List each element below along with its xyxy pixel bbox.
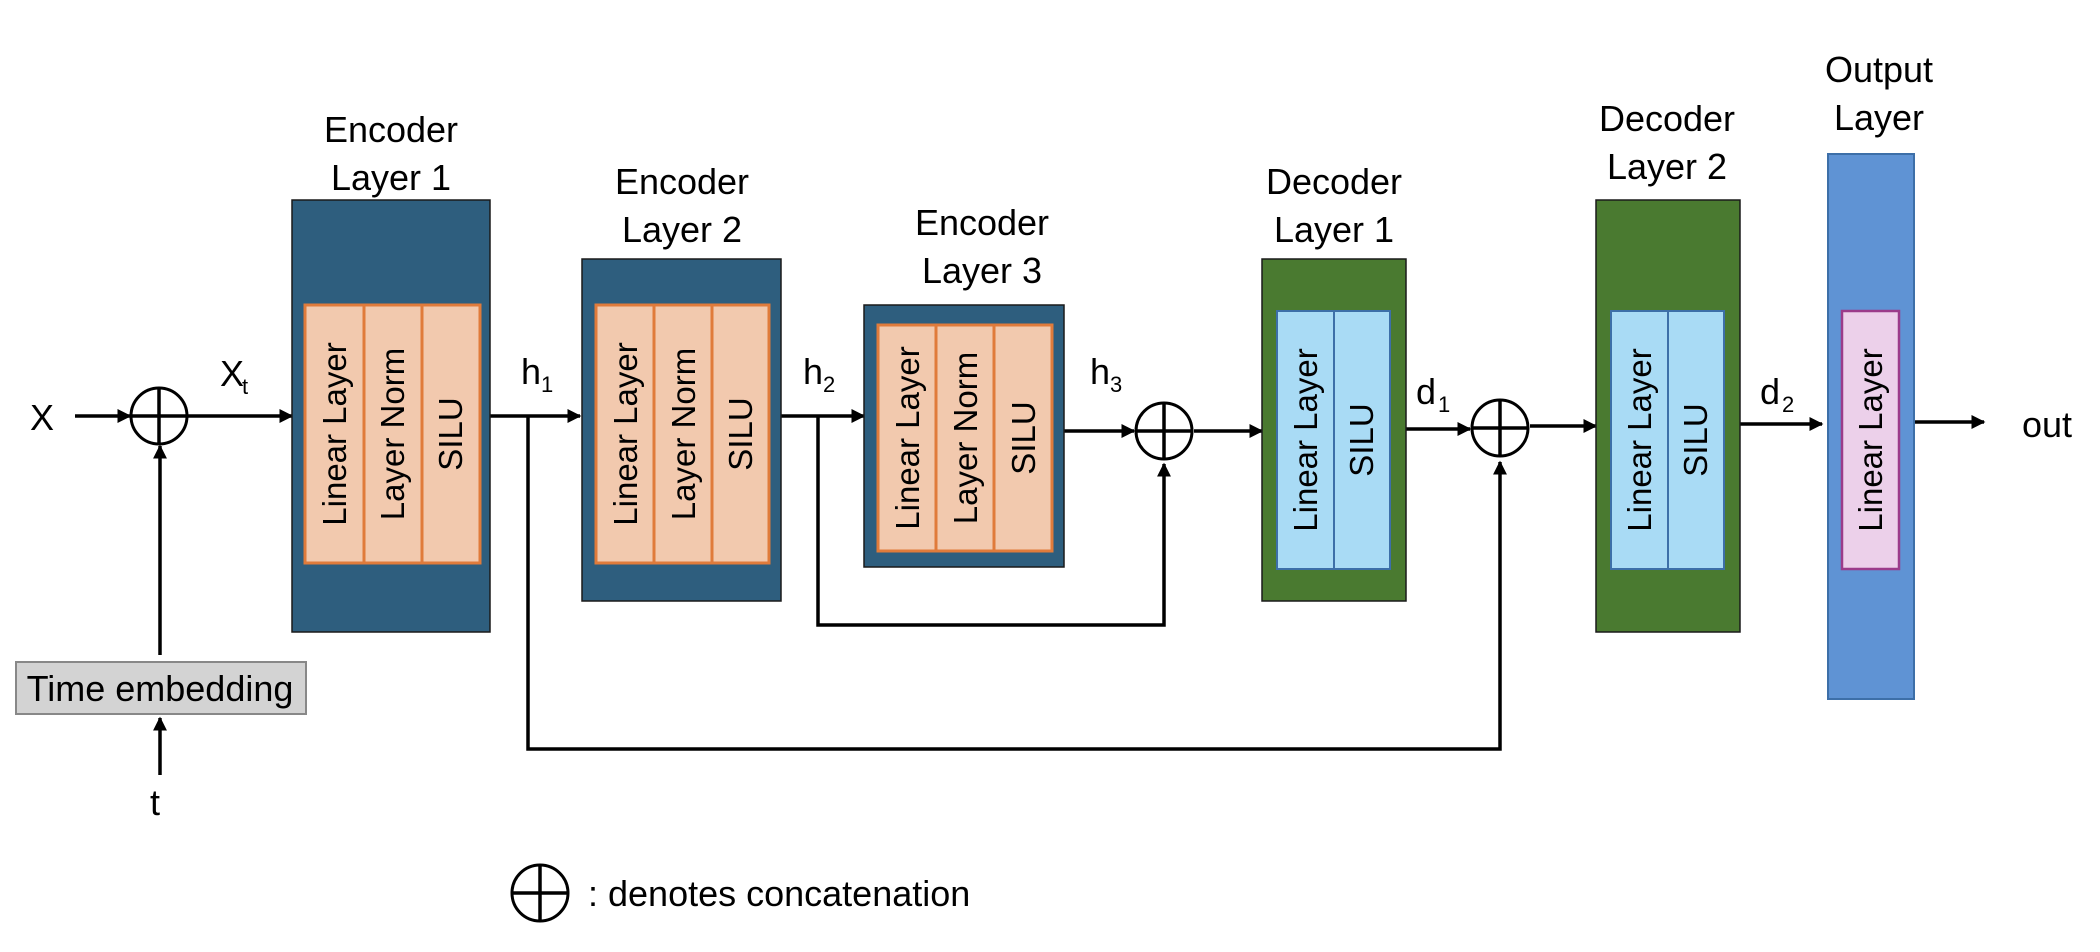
output-layer-title-line2: Layer [1834,97,1924,138]
encoder-3-sublayer-linear [876,323,938,553]
decoder-layer-2: Decoder Layer 2 Linear Layer SILU [1595,98,1741,633]
out-label: out [2022,404,2072,445]
encoder-1-sublayer-norm [362,303,424,565]
h3-subscript: 3 [1110,372,1122,397]
output-linear-label: Linear Layer [1852,348,1889,531]
encoder-2-sublayer-norm [652,303,714,565]
d1-subscript: 1 [1438,392,1450,417]
concat-symbol-1 [129,386,189,446]
h2-subscript: 2 [823,372,835,397]
h2-label: h [803,351,823,392]
legend-text: : denotes concatenation [588,873,970,914]
skip-connection-h2 [816,416,1171,627]
time-embedding-label: Time embedding [27,668,294,709]
encoder-1-sublayer-silu [420,303,482,565]
encoder-layer-3-title-line1: Encoder [915,202,1049,243]
xt-subscript: t [242,374,248,399]
decoder-2-sublayer-linear [1610,310,1669,570]
concat-symbol-2 [1134,401,1194,461]
encoder-2-sublayer-silu [710,303,771,565]
d2-label: d [1760,371,1780,412]
connections [75,409,1986,775]
input-x-label: X [30,397,54,438]
encoder-2-linear-label: Linear Layer [607,342,644,525]
decoder-layer-1-title-line1: Decoder [1266,161,1402,202]
encoder-3-sublayer-norm [934,323,996,553]
encoder-layer-3-title-line2: Layer 3 [922,250,1042,291]
encoder-2-sublayer-linear [594,303,656,565]
legend: : denotes concatenation [510,863,970,923]
skip-connection-h1 [526,416,1507,751]
t-label: t [150,782,160,823]
d2-subscript: 2 [1782,392,1794,417]
encoder-layer-1: Encoder Layer 1 Linear Layer Layer Norm … [291,109,491,633]
encoder-layer-1-title-line2: Layer 1 [331,157,451,198]
h1-subscript: 1 [541,372,553,397]
encoder-layer-3: Encoder Layer 3 Linear Layer Layer Norm … [863,202,1065,568]
h1-label: h [521,351,541,392]
encoder-1-sublayer-linear [303,303,366,565]
output-sublayer-linear [1840,309,1901,571]
decoder-2-linear-label: Linear Layer [1621,348,1658,531]
xt-label: X [220,353,244,394]
d1-label: d [1416,371,1436,412]
encoder-3-norm-label: Layer Norm [947,352,984,524]
output-layer-title-line1: Output [1825,49,1933,90]
encoder-layer-1-title-line1: Encoder [324,109,458,150]
concat-symbol-3 [1470,398,1530,458]
decoder-1-linear-label: Linear Layer [1287,348,1324,531]
encoder-layer-2-title-line2: Layer 2 [622,209,742,250]
decoder-1-silu-label: SILU [1343,403,1380,476]
encoder-3-linear-label: Linear Layer [889,346,926,529]
decoder-layer-2-title-line1: Decoder [1599,98,1735,139]
output-layer: Output Layer Linear Layer [1825,49,1933,700]
decoder-layer-2-title-line2: Layer 2 [1607,146,1727,187]
encoder-layer-2-title-line1: Encoder [615,161,749,202]
encoder-2-norm-label: Layer Norm [665,348,702,520]
time-embedding: Time embedding [15,661,307,715]
decoder-layer-1: Decoder Layer 1 Linear Layer SILU [1261,161,1407,602]
encoder-2-silu-label: SILU [722,397,759,470]
encoder-1-linear-label: Linear Layer [316,342,353,525]
encoder-layer-2: Encoder Layer 2 Linear Layer Layer Norm … [581,161,782,602]
h3-label: h [1090,351,1110,392]
encoder-1-silu-label: SILU [432,397,469,470]
decoder-1-sublayer-silu [1333,310,1391,570]
legend-concat-symbol [510,863,570,923]
decoder-layer-1-title-line2: Layer 1 [1274,209,1394,250]
decoder-2-sublayer-silu [1667,310,1725,570]
decoder-2-silu-label: SILU [1677,403,1714,476]
encoder-3-sublayer-silu [992,323,1054,553]
encoder-1-norm-label: Layer Norm [374,348,411,520]
encoder-3-silu-label: SILU [1005,401,1042,474]
time-embedding-box [15,661,307,715]
